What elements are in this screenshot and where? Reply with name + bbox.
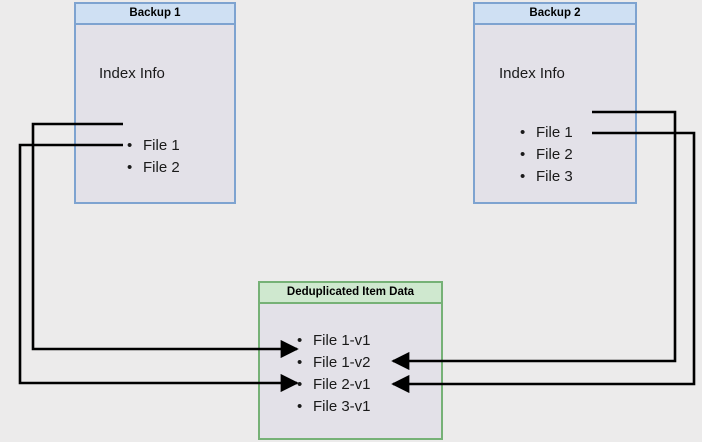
node-backup-2-header: Backup 2 xyxy=(475,4,635,25)
node-backup-2-body: Index Info File 1 File 2 File 3 xyxy=(475,25,635,202)
node-backup-2[interactable]: Backup 2 Index Info File 1 File 2 File 3 xyxy=(473,2,637,204)
list-item: File 1 xyxy=(520,122,573,144)
node-backup-1-caption: Index Info xyxy=(99,65,165,82)
node-deduplicated-item-data[interactable]: Deduplicated Item Data File 1-v1 File 1-… xyxy=(258,281,443,440)
list-item: File 2-v1 xyxy=(297,374,371,396)
node-backup-1-header: Backup 1 xyxy=(76,4,234,25)
list-item: File 2 xyxy=(520,144,573,166)
list-item: File 3-v1 xyxy=(297,396,371,418)
node-deduplicated-item-data-header: Deduplicated Item Data xyxy=(260,283,441,304)
list-item: File 1 xyxy=(127,135,180,157)
node-backup-1[interactable]: Backup 1 Index Info File 1 File 2 xyxy=(74,2,236,204)
node-backup-1-file-list: File 1 File 2 xyxy=(127,135,180,179)
node-deduplicated-file-list: File 1-v1 File 1-v2 File 2-v1 File 3-v1 xyxy=(297,330,371,418)
list-item: File 2 xyxy=(127,157,180,179)
list-item: File 1-v1 xyxy=(297,330,371,352)
node-deduplicated-item-data-body: File 1-v1 File 1-v2 File 2-v1 File 3-v1 xyxy=(260,304,441,438)
node-backup-2-caption: Index Info xyxy=(499,65,565,82)
node-backup-2-file-list: File 1 File 2 File 3 xyxy=(520,122,573,188)
list-item: File 3 xyxy=(520,166,573,188)
list-item: File 1-v2 xyxy=(297,352,371,374)
node-backup-1-body: Index Info File 1 File 2 xyxy=(76,25,234,202)
